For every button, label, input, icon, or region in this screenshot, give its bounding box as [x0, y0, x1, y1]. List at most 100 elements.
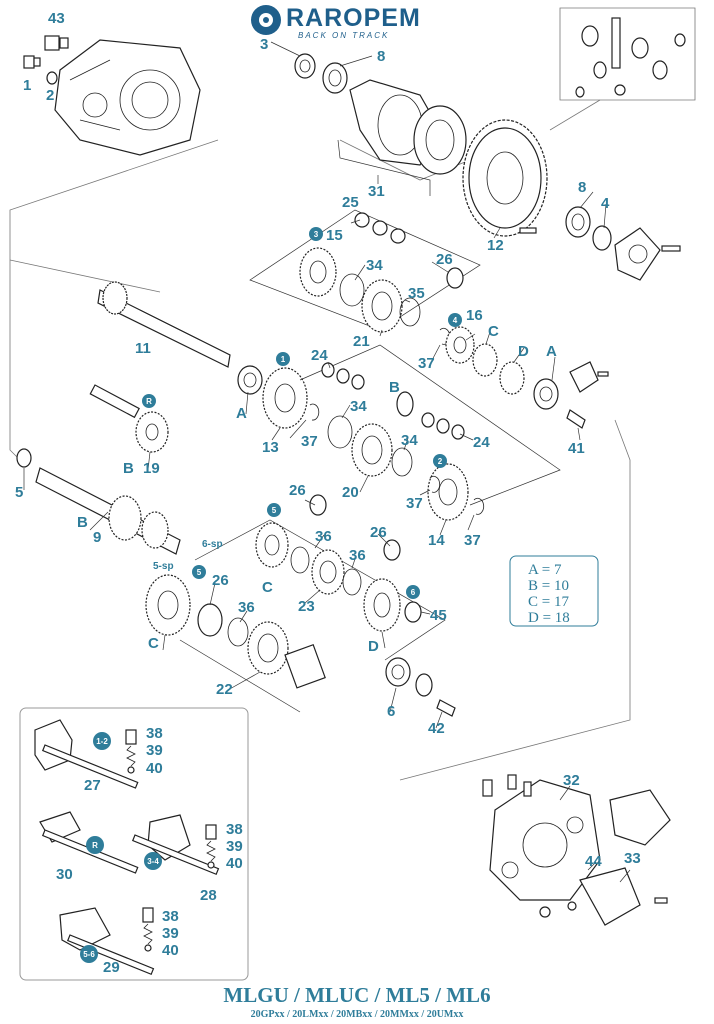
- callout-sp5: 5-sp: [153, 561, 174, 572]
- callout-11: 11: [135, 340, 151, 357]
- gearbox-housing-left: [54, 39, 201, 156]
- svg-text:2: 2: [438, 457, 443, 466]
- retainer-bolt: [597, 371, 609, 377]
- badge-2: [433, 454, 447, 468]
- part-34c-ring: [391, 447, 413, 477]
- callout-34c: 34: [401, 432, 418, 449]
- svg-text:5: 5: [272, 506, 277, 515]
- callout-9: 9: [93, 529, 101, 546]
- part-45-collar: [404, 601, 422, 623]
- logo-brand-text: RAROPEM: [286, 4, 421, 32]
- callout-lB2: B: [123, 460, 134, 477]
- legend-c: C = 17: [528, 594, 569, 610]
- legend-box: [509, 555, 599, 627]
- callout-2: 2: [46, 87, 54, 104]
- reverse-shaft-pin: [89, 384, 140, 419]
- part-4-seal: [592, 225, 612, 251]
- callout-26a: 26: [436, 251, 453, 268]
- guide-lines: [9, 7, 696, 781]
- part-6b-seal: [415, 673, 433, 697]
- part-8b-bearing: [565, 206, 591, 238]
- part-37d-circlip: [473, 497, 485, 515]
- part-3-bearing: [294, 53, 316, 79]
- callout-40b: 40: [226, 855, 243, 872]
- group-bracket-lower: [194, 519, 446, 661]
- badge-5a: [267, 503, 281, 517]
- callout-8a: 8: [377, 48, 385, 65]
- part-29-fork-5-6: [59, 907, 155, 976]
- part-24-bearings-a: [321, 362, 365, 390]
- callout-35: 35: [408, 285, 425, 302]
- callout-21: 21: [353, 333, 370, 350]
- callout-12: 12: [487, 237, 504, 254]
- callout-lA1: A: [546, 343, 557, 360]
- part-6-bearing: [385, 657, 411, 687]
- callout-44: 44: [585, 853, 602, 870]
- part-24-bearings-b: [421, 412, 465, 440]
- part-34-ring: [339, 273, 365, 307]
- callout-15: 15: [326, 227, 343, 244]
- callout-lA2: A: [236, 405, 247, 422]
- drain-plug: [539, 906, 551, 918]
- legend-a: A = 7: [528, 562, 562, 578]
- part-42-plug: [436, 699, 456, 717]
- callout-26c: 26: [370, 524, 387, 541]
- part-14-gear: [427, 463, 469, 521]
- callout-34a: 34: [366, 257, 383, 274]
- part-43-seal: [44, 35, 69, 51]
- svg-text:3: 3: [314, 230, 319, 239]
- part-C-gear: [472, 343, 498, 377]
- callout-28: 28: [200, 887, 217, 904]
- callout-sp6: 6-sp: [202, 539, 223, 550]
- callout-23: 23: [298, 598, 315, 615]
- part-25-needle-bearings: [354, 212, 406, 244]
- callout-45: 45: [430, 607, 447, 624]
- callout-24b: 24: [473, 434, 490, 451]
- part-A2-bearing: [533, 378, 559, 410]
- part-C-6sp-gear: [255, 522, 289, 568]
- callout-lD2: D: [368, 638, 379, 655]
- part-16-gear: [445, 326, 475, 364]
- part-15-gear: [299, 247, 337, 297]
- callout-32: 32: [563, 772, 580, 789]
- diff-inset-parts: [575, 17, 686, 98]
- part-26-cone: [446, 267, 464, 289]
- part-B-collar: [396, 391, 414, 417]
- callout-20: 20: [342, 484, 359, 501]
- part-27-fork-1-2: [34, 719, 139, 789]
- callout-lC3: C: [148, 635, 159, 652]
- callout-41: 41: [568, 440, 585, 457]
- callout-39b: 39: [226, 838, 243, 855]
- cover-33-bolt: [654, 897, 668, 904]
- callout-31: 31: [368, 183, 385, 200]
- badge-4: [448, 313, 462, 327]
- callout-5: 5: [15, 484, 23, 501]
- callout-39a: 39: [146, 742, 163, 759]
- svg-text:3-4: 3-4: [147, 857, 159, 866]
- callout-30: 30: [56, 866, 73, 883]
- callout-4: 4: [601, 195, 610, 212]
- sensor-parts: [482, 774, 532, 797]
- part-C-5sp-gear: [145, 574, 191, 636]
- badge-fork-5-6: [80, 945, 98, 963]
- callout-38a: 38: [146, 725, 163, 742]
- group-bracket-mid: [299, 344, 561, 506]
- part-A-bearing: [237, 365, 263, 395]
- bearing-retainer: [569, 361, 599, 393]
- callout-36b: 36: [349, 547, 366, 564]
- svg-text:R: R: [146, 397, 152, 406]
- callout-14: 14: [428, 532, 445, 549]
- diagram-title: MLGU / MLUC / ML5 / ML6: [223, 983, 490, 1007]
- callout-36a: 36: [315, 528, 332, 545]
- badge-6: [406, 585, 420, 599]
- part-2-washer: [46, 71, 58, 85]
- callout-37c: 37: [406, 495, 423, 512]
- leader-lines: [23, 41, 631, 883]
- callout-37d: 37: [464, 532, 481, 549]
- callout-34b: 34: [350, 398, 367, 415]
- diagram-subtitle: 20GPxx / 20LMxx / 20MBxx / 20MMxx / 20UM…: [251, 1009, 464, 1020]
- callout-24a: 24: [311, 347, 328, 364]
- part-D-6sp-gear: [363, 578, 401, 632]
- badge-R: [142, 394, 156, 408]
